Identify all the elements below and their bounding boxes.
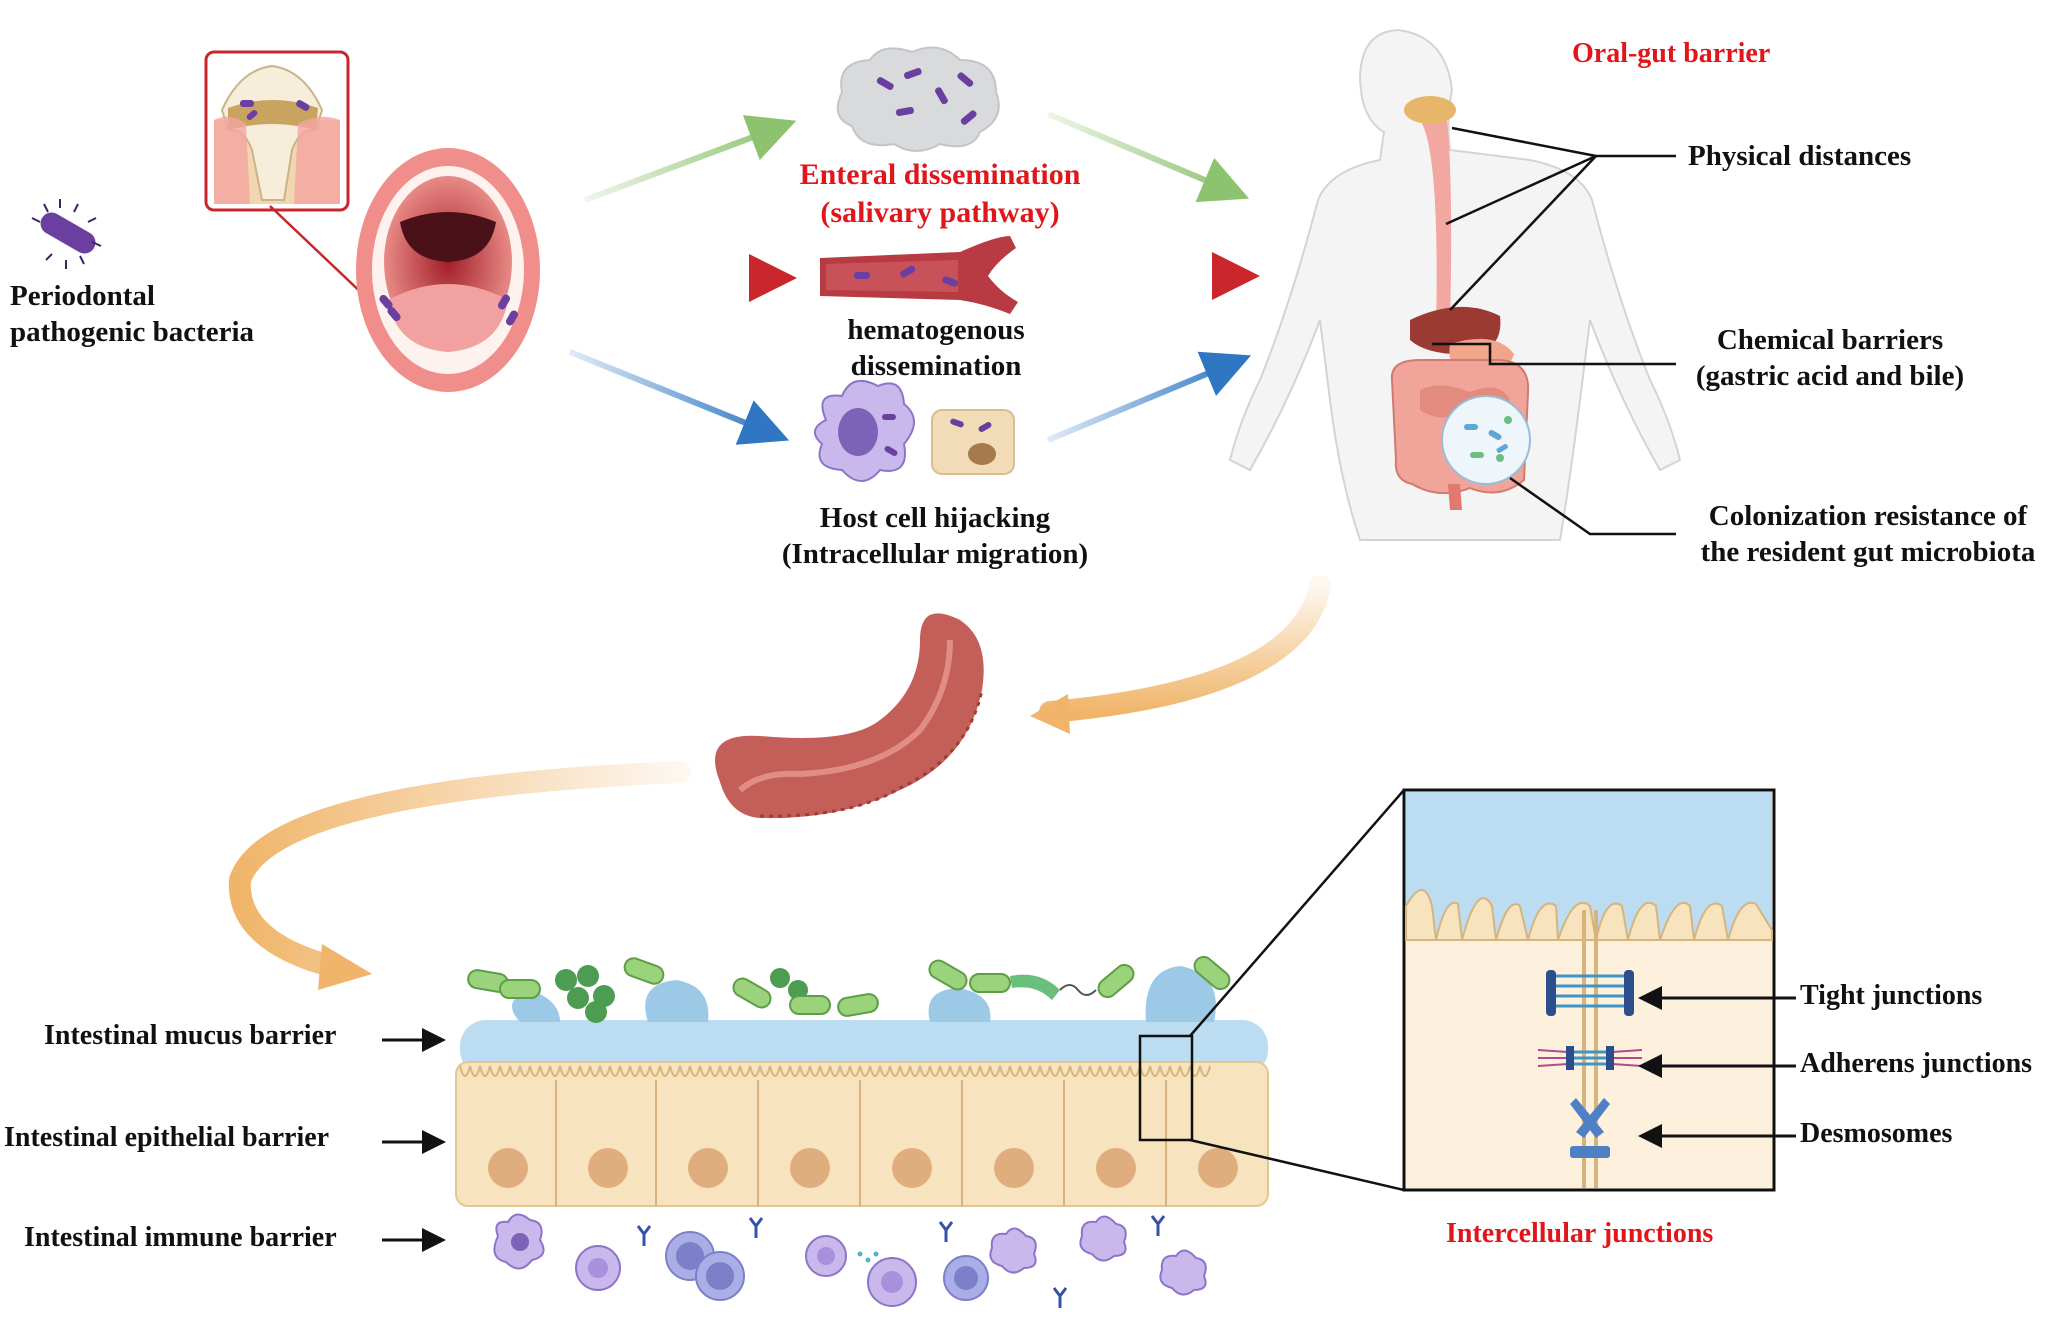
orange-arrow-2 [228, 761, 691, 977]
hijacking-arrow-1 [568, 349, 790, 445]
enteral-arrow-1 [583, 115, 797, 203]
body-callout-lines [1432, 126, 1676, 536]
blood-vessel-icon [820, 236, 1018, 314]
bacterium-icon [31, 199, 102, 269]
desmosome-icon [1570, 1098, 1610, 1158]
enteral-label-line2: (salivary pathway) [820, 195, 1060, 229]
enteral-arrow-2 [1046, 111, 1250, 203]
intestine-segment-icon [715, 613, 984, 819]
gut-microbiota-icons [467, 955, 1231, 1023]
hijacking-label-line2: (Intracellular migration) [781, 538, 1089, 571]
adherens-junctions-label: Adherens junctions [1800, 1048, 2033, 1079]
bacteria-label: Periodontal pathogenic bacteria [10, 278, 254, 351]
chemical-barriers-label: Chemical barriers (gastric acid and bile… [1680, 322, 1980, 395]
junction-label-arrows [1638, 986, 1796, 1148]
bacteria-label-line2: pathogenic bacteria [10, 316, 255, 349]
immune-barrier-label: Intestinal immune barrier [24, 1222, 337, 1253]
orange-arrow-1 [1039, 575, 1331, 723]
zoom-projection [1138, 789, 1405, 1192]
enteral-label: Enteral dissemination (salivary pathway) [790, 156, 1090, 231]
adherens-junction-icon [1537, 1046, 1643, 1070]
immune-cells-icons [493, 1213, 1207, 1308]
hematogenous-label-line1: hematogenous [847, 314, 1025, 346]
tight-junction-icon [1546, 970, 1634, 1016]
hematogenous-label: hematogenous dissemination [786, 312, 1086, 385]
enteral-label-line1: Enteral dissemination [799, 158, 1081, 191]
chemical-label-line2: (gastric acid and bile) [1695, 360, 1965, 393]
mouth-illustration [356, 148, 540, 392]
mucus-barrier-label: Intestinal mucus barrier [44, 1020, 337, 1051]
barrier-label-arrows [382, 1028, 446, 1252]
tight-junctions-label: Tight junctions [1800, 980, 1983, 1011]
colonization-resistance-label: Colonization resistance of the resident … [1686, 498, 2050, 571]
physical-distances-label: Physical distances [1688, 140, 1912, 172]
colonization-label-line1: Colonization resistance of [1708, 500, 2028, 532]
intercellular-junctions-title: Intercellular junctions [1446, 1218, 1714, 1249]
desmosomes-label: Desmosomes [1800, 1118, 1953, 1149]
epithelial-layer [455, 1061, 1269, 1207]
bacteria-label-line1: Periodontal [10, 280, 155, 312]
tooth-inset [204, 50, 389, 319]
saliva-cloud-icon [836, 46, 1000, 152]
chemical-label-line1: Chemical barriers [1716, 324, 1944, 356]
junction-detail-panel [1402, 788, 1776, 1192]
human-body-illustration [1228, 28, 1682, 541]
hijacking-label-line1: Host cell hijacking [819, 502, 1051, 534]
oral-gut-barrier-title: Oral-gut barrier [1572, 38, 1771, 69]
hematogenous-label-line2: dissemination [850, 350, 1022, 383]
epithelial-barrier-label: Intestinal epithelial barrier [4, 1122, 330, 1153]
colonization-label-line2: the resident gut microbiota [1700, 536, 2036, 569]
hijacking-arrow-2 [1046, 351, 1252, 443]
host-cells-icon [814, 379, 1015, 482]
hijacking-label: Host cell hijacking (Intracellular migra… [770, 500, 1100, 573]
